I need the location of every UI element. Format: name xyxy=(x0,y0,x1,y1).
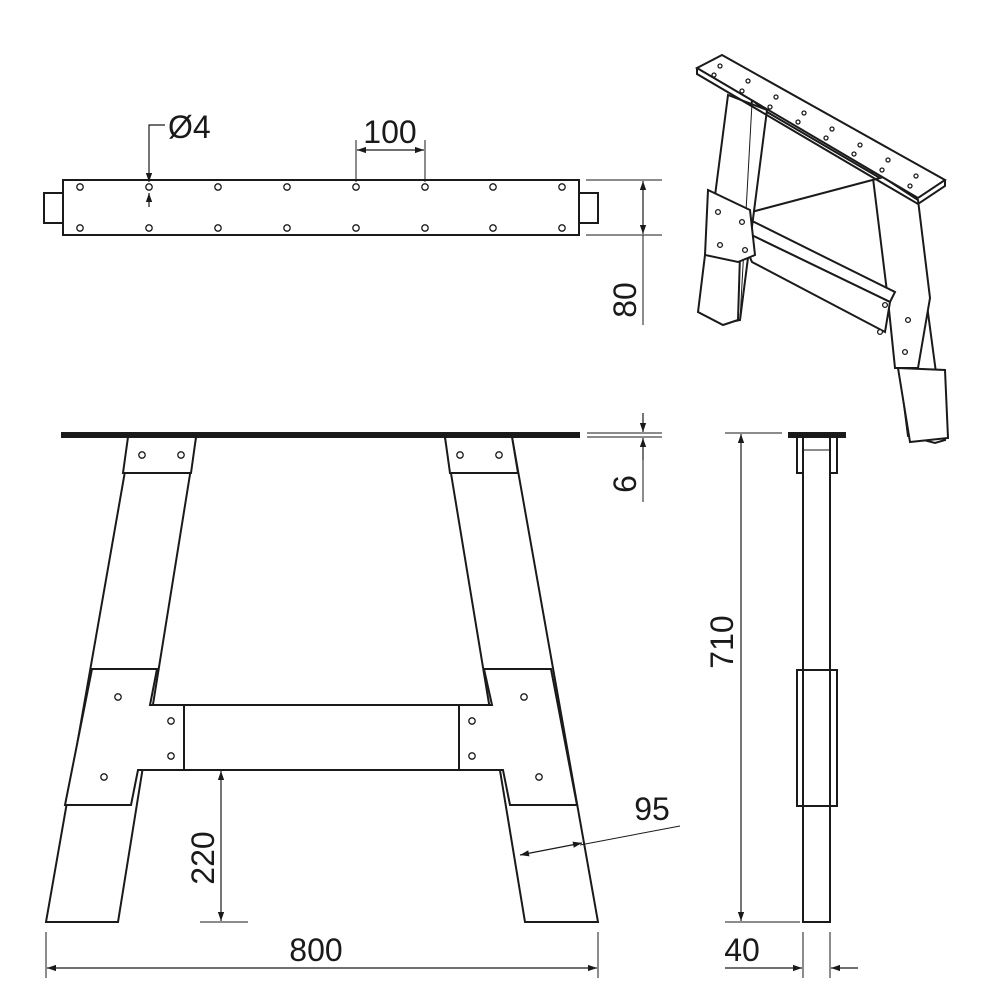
plate-holes xyxy=(76,183,566,232)
plate-hole xyxy=(76,224,84,232)
plate-hole xyxy=(145,183,153,191)
center-panel xyxy=(148,436,494,706)
plate-hole xyxy=(283,183,291,191)
right-leg-stub xyxy=(577,192,599,224)
plate-hole xyxy=(421,183,429,191)
plate-width-label: 80 xyxy=(607,282,643,318)
plate-thickness-dimension: 6 xyxy=(587,413,662,502)
plate-hole xyxy=(283,224,291,232)
plate-thickness-label: 6 xyxy=(607,475,643,493)
plate-hole xyxy=(352,183,360,191)
plate-hole xyxy=(352,224,360,232)
total-height-label: 710 xyxy=(704,615,740,668)
plate-hole xyxy=(489,224,497,232)
top-view: Ø4 100 80 xyxy=(43,109,662,325)
leg-width-label: 95 xyxy=(634,791,670,827)
iso-back-leg-foot xyxy=(896,366,950,444)
hole-diameter-dimension: Ø4 xyxy=(145,109,211,207)
isometric-view xyxy=(694,53,950,445)
plate-hole xyxy=(489,183,497,191)
plate-hole xyxy=(76,183,84,191)
leg-width-dimension: 95 xyxy=(519,791,681,857)
leg-depth-label: 40 xyxy=(724,932,760,968)
front-view: 6 220 95 800 xyxy=(44,413,681,978)
plate-hole xyxy=(421,224,429,232)
total-width-label: 800 xyxy=(289,932,342,968)
total-height-dimension: 710 xyxy=(704,432,800,923)
plate-hole xyxy=(558,183,566,191)
hole-spacing-label: 100 xyxy=(363,114,416,150)
plate-hole xyxy=(145,224,153,232)
crossbar xyxy=(183,704,460,771)
hole-diameter-label: Ø4 xyxy=(168,109,211,145)
iso-front-leg-foot xyxy=(696,254,742,327)
iso-plate-holes xyxy=(711,63,919,189)
left-top-bracket xyxy=(121,436,198,474)
plate-hole xyxy=(214,183,222,191)
left-side-plate xyxy=(63,668,185,806)
right-top-bracket xyxy=(443,436,520,474)
leg-depth-dimension: 40 xyxy=(724,932,858,978)
hole-spacing-dimension: 100 xyxy=(355,114,426,182)
plate-hole xyxy=(558,224,566,232)
top-plate xyxy=(61,432,580,438)
side-view: 710 40 xyxy=(704,432,858,978)
left-leg-stub xyxy=(43,192,65,224)
crossbar-height-label: 220 xyxy=(185,831,221,884)
iso-back-side-plate xyxy=(870,167,932,369)
crossbar-height-dimension: 220 xyxy=(185,771,248,923)
right-side-plate xyxy=(458,668,579,806)
plate-width-dimension: 80 xyxy=(586,179,662,325)
mounting-plate-top xyxy=(62,179,580,236)
total-width-dimension: 800 xyxy=(45,932,599,978)
plate-hole xyxy=(214,224,222,232)
